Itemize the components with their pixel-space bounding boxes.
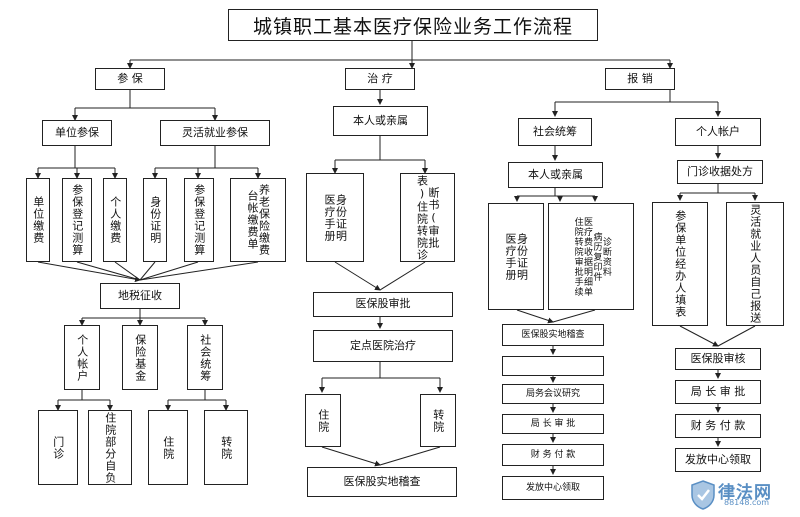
node-caiwu-fukuan-2: 财 务 付 款 — [675, 414, 761, 438]
node-dishui-zhengshou: 地税征收 — [100, 283, 180, 309]
node-shenpi-shouju-fuyin: 住院转院审批手续 医疗费收据明细单 病历复印件 诊断资料 — [548, 203, 634, 310]
node-zhuanyuan-2: 转院 — [420, 394, 456, 447]
node-danwei-canbao: 单位参保 — [42, 120, 112, 146]
node-yibaogu-shidi-jicha: 医保股实地稽查 — [307, 467, 457, 497]
page-title: 城镇职工基本医疗保险业务工作流程 — [228, 9, 598, 41]
node-canbao: 参 保 — [95, 68, 165, 90]
watermark-logo: 律法网 88148.com — [690, 477, 798, 513]
node-geren-zhanghu: 个人帐户 — [64, 325, 100, 390]
node-yiliao-shenfen-1: 医疗手册 身份证明 — [306, 173, 364, 262]
node-zhuyuan-2: 住院 — [305, 394, 341, 447]
node-baoxian-jijin: 保险基金 — [122, 325, 158, 390]
node-zhenduan-shu: 断书(审批表)住院转院诊 — [400, 173, 455, 262]
node-menzhen-shouju: 门诊收据处方 — [677, 160, 763, 184]
node-juzhang-shenpi-2: 局 长 审 批 — [675, 380, 761, 404]
node-shehui-tongchou-2: 社会统筹 — [518, 118, 592, 146]
node-r-shidi-jicha: 医保股实地稽查 — [502, 324, 604, 346]
shield-icon — [691, 480, 715, 510]
node-benren-qinshu-2: 本人或亲属 — [508, 162, 603, 188]
node-zhuanyuan-1: 转院 — [204, 410, 248, 485]
node-canbao-dengji-2: 参保登记测算 — [184, 178, 214, 262]
node-r-juzhang-shenpi: 局 长 审 批 — [502, 414, 604, 434]
node-shehui-tongchou: 社会统筹 — [187, 325, 223, 390]
node-dingdian-yiyuan: 定点医院治疗 — [313, 330, 453, 362]
node-zhiliao: 治 疗 — [345, 68, 415, 90]
node-menzhen: 门诊 — [38, 410, 78, 485]
node-zhuyuan-1: 住院 — [148, 410, 188, 485]
node-yiliao-shenfen-2: 医疗手册 身份证明 — [488, 203, 544, 310]
node-linghuo-jiuye-ziji: 灵活就业人员自己报送 — [726, 202, 784, 326]
node-geren-jiaofei: 个人缴费 — [103, 178, 127, 262]
watermark-text: 律法网 — [718, 483, 772, 503]
node-r-fafang-zhongxin: 发放中心领取 — [502, 476, 604, 500]
node-linghuo-canbao: 灵活就业参保 — [160, 120, 270, 146]
node-canbao-dengji-1: 参保登记测算 — [62, 178, 92, 262]
node-zhuyuan-bufen-zifu: 住院部分自负 — [88, 410, 132, 485]
node-r-juwu-huiyi: 局务会议研究 — [502, 384, 604, 404]
node-yanglao-taizhang: 养老保险缴费台帐缴费单 — [230, 178, 286, 262]
node-r-caiwu-fukuan: 财 务 付 款 — [502, 444, 604, 466]
node-shenfen-zhengming-1: 身份证明 — [143, 178, 167, 262]
watermark-url: 88148.com — [724, 498, 770, 507]
node-canbao-danwei-jingban: 参保单位经办人填表 — [652, 202, 708, 326]
node-yibaogu-shenhe: 医保股审核 — [675, 348, 761, 370]
node-benren-qinshu-1: 本人或亲属 — [333, 106, 428, 136]
node-r-blank — [502, 356, 604, 376]
node-baoxiao: 报 销 — [605, 68, 675, 90]
node-danwei-jiaofei: 单位缴费 — [26, 178, 50, 262]
node-yibaogu-shenpi: 医保股审批 — [313, 292, 453, 317]
node-fafang-zhongxin-2: 发放中心领取 — [675, 448, 761, 472]
node-geren-zhanghu-2: 个人帐户 — [675, 118, 761, 146]
